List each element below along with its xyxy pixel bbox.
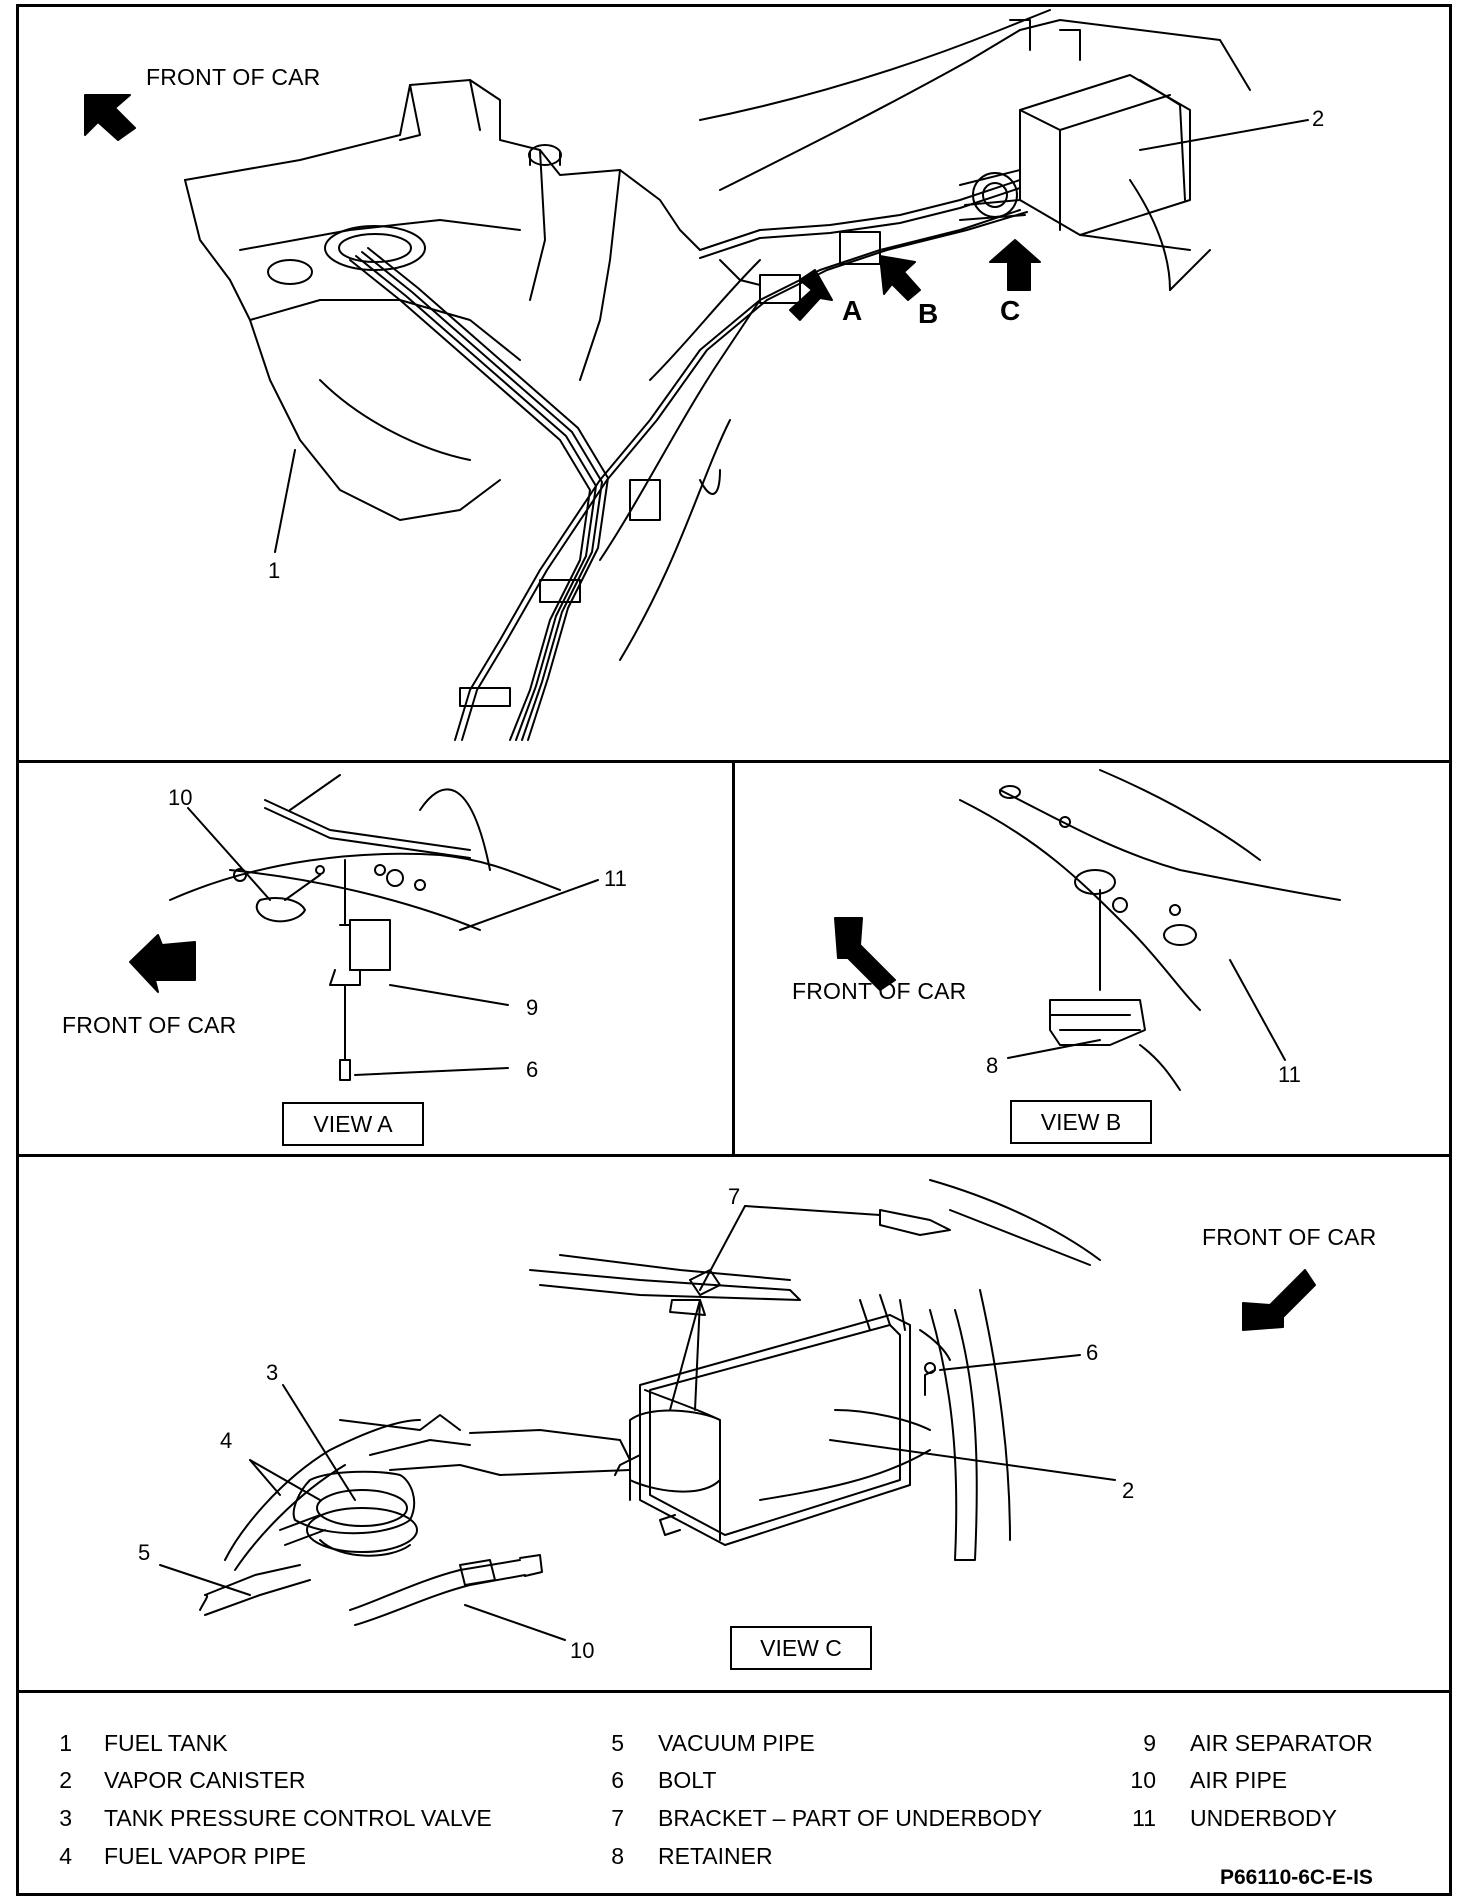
legend-item-label: BRACKET – PART OF UNDERBODY: [658, 1805, 1043, 1831]
leader-vc-7a: [744, 1205, 881, 1216]
front-of-car-arrow-view-b: [834, 917, 896, 991]
callout-va-11: 11: [604, 866, 627, 891]
view-b-marker: B: [918, 298, 939, 329]
legend-item-num: 6: [611, 1767, 624, 1793]
front-of-car-label-view-a: FRONT OF CAR: [62, 1012, 237, 1038]
leader-vc-6: [939, 1354, 1081, 1371]
fuel-tank-illustration: [184, 79, 701, 521]
view-c-marker: C: [1000, 295, 1021, 326]
vapor-canister-main-illustration: [959, 74, 1211, 291]
view-c-arrow: [989, 239, 1041, 291]
legend-item-label: AIR SEPARATOR: [1190, 1730, 1373, 1756]
legend-item-label: AIR PIPE: [1190, 1767, 1288, 1793]
callout-vc-7: 7: [728, 1184, 741, 1209]
figure-code: P66110-6C-E-IS: [1220, 1866, 1373, 1889]
view-a-illustration: [169, 774, 561, 1081]
leader-main-1: [274, 449, 296, 553]
callout-vc-4: 4: [220, 1428, 233, 1453]
front-of-car-label-main: FRONT OF CAR: [146, 64, 321, 90]
legend-item-num: 10: [1130, 1767, 1156, 1793]
divider-views: [16, 1154, 1452, 1157]
view-a-arrow: [789, 269, 833, 321]
view-c-title: VIEW C: [730, 1626, 872, 1670]
divider-legend: [16, 1690, 1452, 1693]
legend-item-num: 2: [59, 1767, 72, 1793]
view-b-illustration: [959, 769, 1341, 1091]
legend-item-num: 7: [611, 1805, 624, 1831]
divider-main: [16, 760, 1452, 763]
leader-vc-4b: [249, 1459, 321, 1501]
callout-main-1: 1: [268, 558, 281, 583]
leader-vc-4a: [249, 1459, 281, 1496]
leader-va-11: [459, 879, 599, 931]
legend-item-label: UNDERBODY: [1190, 1805, 1337, 1831]
legend-item-num: 8: [611, 1843, 624, 1869]
view-b-title: VIEW B: [1010, 1100, 1152, 1144]
front-of-car-label-view-c: FRONT OF CAR: [1202, 1224, 1377, 1250]
callout-vc-10: 10: [570, 1638, 595, 1663]
legend-item-label: VACUUM PIPE: [658, 1730, 815, 1756]
diagram-frame: [16, 4, 1452, 1896]
view-a-title: VIEW A: [282, 1102, 424, 1146]
leader-vc-3: [282, 1384, 356, 1501]
legend-item-num: 4: [59, 1843, 72, 1869]
view-a-marker: A: [842, 295, 863, 326]
leader-va-9: [389, 984, 509, 1006]
callout-vc-3: 3: [266, 1360, 279, 1385]
leader-main-2: [1139, 119, 1309, 151]
legend-item-num: 11: [1132, 1805, 1156, 1831]
callout-vc-6: 6: [1086, 1340, 1099, 1365]
front-of-car-label-view-b: FRONT OF CAR: [792, 978, 967, 1004]
legend-item-num: 9: [1143, 1730, 1156, 1756]
legend-item-num: 3: [59, 1805, 72, 1831]
legend-item-num: 1: [59, 1730, 72, 1756]
callout-va-6: 6: [526, 1057, 539, 1082]
leader-vb-8: [1007, 1039, 1101, 1059]
callout-main-2: 2: [1312, 106, 1325, 131]
legend-item-label: TANK PRESSURE CONTROL VALVE: [104, 1805, 492, 1831]
callout-vc-2: 2: [1122, 1478, 1135, 1503]
leader-va-6: [354, 1067, 509, 1076]
legend-item-label: VAPOR CANISTER: [104, 1767, 306, 1793]
leader-vb-11: [1229, 959, 1286, 1061]
callout-va-10: 10: [168, 785, 193, 810]
front-of-car-arrow-view-c: [1242, 1269, 1316, 1331]
leader-vc-5: [159, 1564, 251, 1596]
leader-va-10: [187, 807, 271, 901]
callout-va-9: 9: [526, 995, 539, 1020]
legend-item-label: RETAINER: [658, 1843, 773, 1869]
callout-vb-8: 8: [986, 1053, 999, 1078]
legend-item-label: FUEL TANK: [104, 1730, 228, 1756]
front-of-car-arrow-view-a: [129, 934, 196, 993]
leader-vc-7c: [669, 1299, 701, 1411]
leader-vc-7b: [699, 1205, 746, 1291]
callout-vc-5: 5: [138, 1540, 151, 1565]
callout-vb-11: 11: [1278, 1062, 1301, 1087]
front-of-car-arrow-main: [84, 94, 136, 141]
view-c-illustration: [199, 1179, 1101, 1626]
divider-views-ab: [732, 762, 735, 1154]
legend-item-num: 5: [611, 1730, 624, 1756]
legend-item-label: FUEL VAPOR PIPE: [104, 1843, 306, 1869]
leader-vc-10: [464, 1604, 566, 1641]
leader-vc-2: [829, 1439, 1116, 1481]
view-b-arrow: [879, 255, 921, 301]
fuel-lines-illustration: [349, 179, 1028, 741]
legend-item-label: BOLT: [658, 1767, 717, 1793]
body-structure-illustration: [599, 9, 1251, 661]
